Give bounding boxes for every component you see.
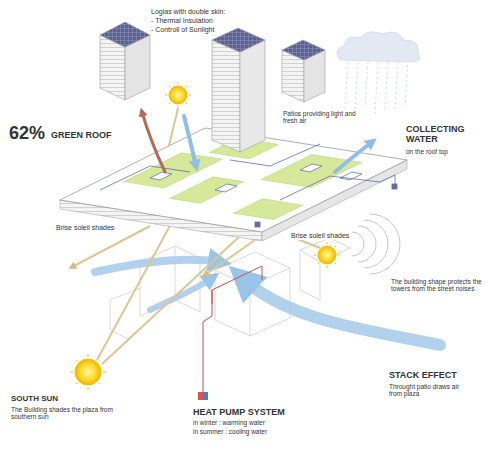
heat-pump bbox=[198, 266, 262, 400]
note-text: in summer : cooling water bbox=[192, 428, 268, 435]
heading-text: SOUTH SUN bbox=[10, 394, 59, 403]
heading-text: COLLECTING WATER bbox=[405, 124, 469, 145]
note-text: Patios providing light and fresh air bbox=[282, 110, 369, 125]
note-text: Brise soleil shades bbox=[290, 232, 350, 240]
towers bbox=[100, 22, 325, 152]
ground-buildings bbox=[110, 238, 350, 340]
note-text: Brise soleil shades bbox=[55, 224, 115, 232]
heading-text: HEAT PUMP SYSTEM bbox=[192, 407, 286, 417]
heading-text: GREEN ROOF bbox=[50, 130, 113, 140]
heading-text: STACK EFFECT bbox=[388, 370, 458, 380]
rain-cloud bbox=[337, 32, 420, 114]
note-text: - Thermal Insulation bbox=[150, 17, 214, 25]
note-text: Throught patio draws air from plaza bbox=[388, 383, 472, 398]
percentage-figure: 62% bbox=[8, 123, 46, 144]
note-text: The building shape protects the towers f… bbox=[390, 278, 488, 293]
note-text: Logias with double skin: bbox=[150, 8, 226, 16]
note-text: The Building shades the plaza from south… bbox=[10, 406, 130, 421]
note-text: in winter : warming water bbox=[192, 419, 266, 426]
sound-waves bbox=[352, 214, 400, 274]
note-text: - Controll of Sunlight bbox=[150, 26, 215, 34]
note-text: on the roof top bbox=[405, 148, 449, 155]
wind-arrows bbox=[95, 260, 440, 345]
